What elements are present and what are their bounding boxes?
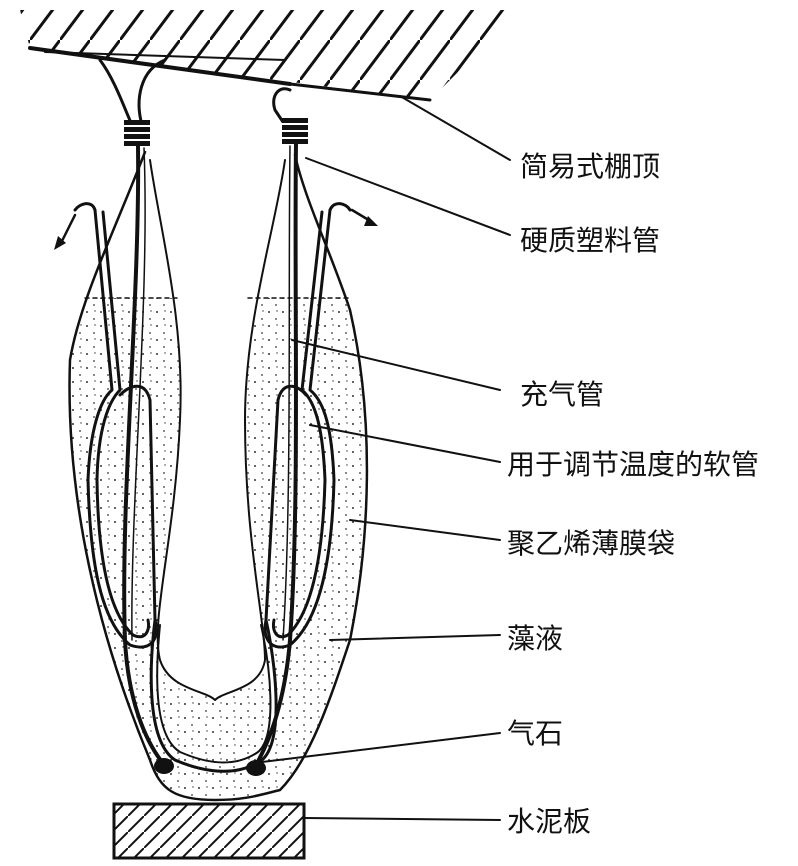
label-temp-hose: 用于调节温度的软管 [507, 448, 759, 481]
label-roof: 简易式棚顶 [520, 150, 660, 183]
air-stones [154, 758, 266, 776]
label-cement-board: 水泥板 [507, 805, 591, 838]
right-coupling [282, 118, 308, 144]
label-film-bag: 聚乙烯薄膜袋 [507, 527, 675, 560]
roof [0, 0, 520, 102]
film-bag [68, 150, 369, 802]
label-algae-liquid: 藻液 [507, 622, 563, 655]
arrow-left-icon [54, 213, 77, 250]
cement-board [112, 802, 306, 860]
temperature-hoses [73, 202, 352, 773]
label-hard-pipe: 硬质塑料管 [520, 224, 660, 257]
label-air-pipe: 充气管 [520, 378, 604, 411]
arrow-right-icon [350, 208, 378, 226]
label-air-stone: 气石 [507, 717, 563, 750]
hard-plastic-pipes [98, 58, 308, 146]
left-coupling [124, 120, 150, 146]
leader-lines [261, 95, 511, 821]
